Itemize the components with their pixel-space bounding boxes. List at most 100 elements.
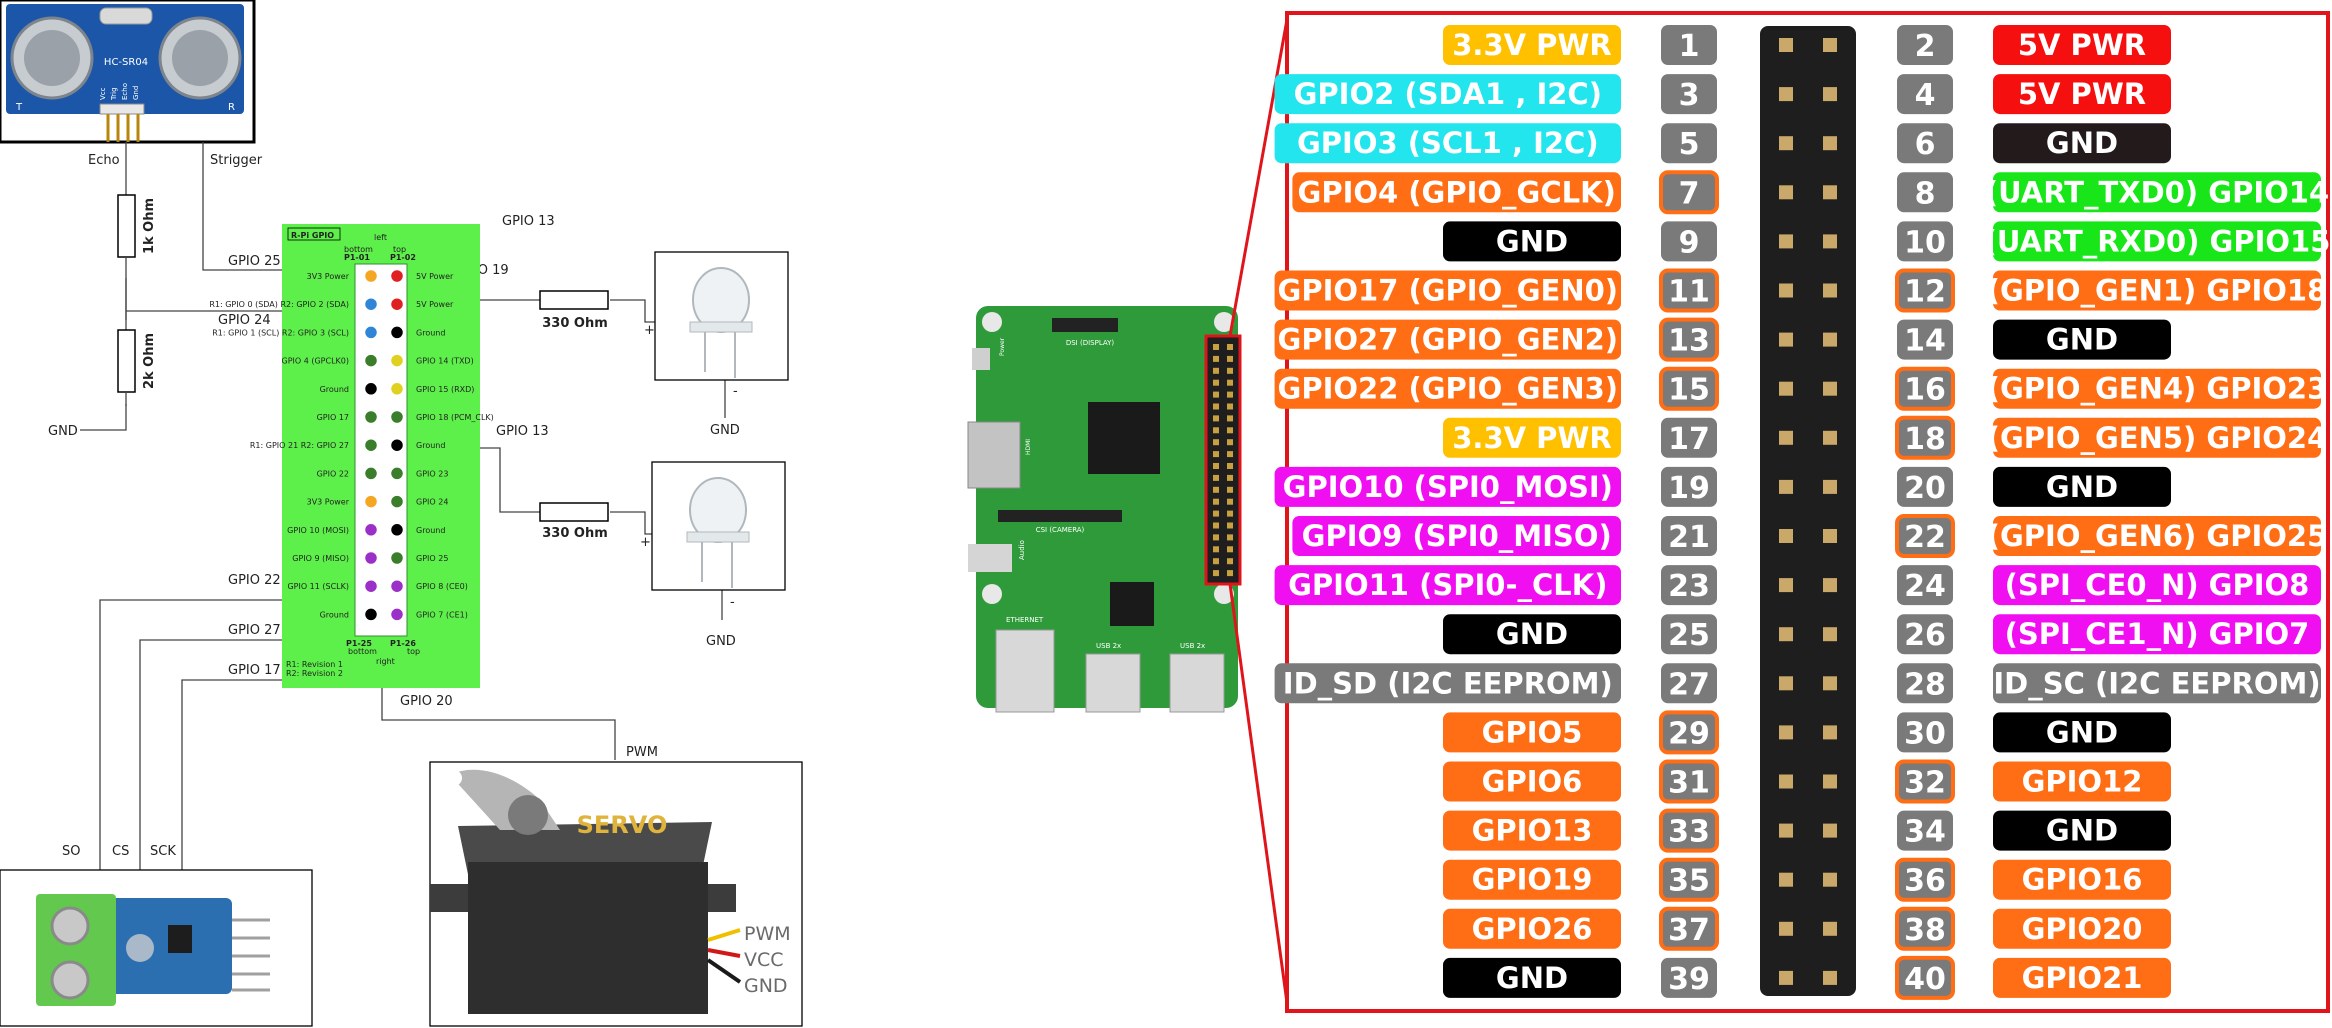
pin-number-5: 5 <box>1679 127 1700 162</box>
sensor-pin-trig: Trig <box>110 87 118 101</box>
rpi-display-label: DSI (DISPLAY) <box>1066 339 1115 347</box>
header-pin-square-19 <box>1779 479 1793 494</box>
pin-number-badge-25 <box>1661 614 1717 655</box>
rpi-header-pin <box>1213 367 1219 374</box>
pin-label-pill-34 <box>1993 810 2171 851</box>
pin-label-pill-22 <box>1993 516 2321 556</box>
rpi-header-pin <box>1213 427 1219 434</box>
pin-number-10: 10 <box>1904 225 1946 260</box>
header-p1-01: P1-01 <box>344 253 370 262</box>
pin-number-4: 4 <box>1915 78 1936 113</box>
header-pin-right-label: GPIO 15 (RXD) <box>416 385 474 394</box>
pin-number-badge-32 <box>1895 759 1955 804</box>
pin-number-22: 22 <box>1904 520 1946 555</box>
header-pin-left-label: GPIO 4 (GPCLK0) <box>282 357 350 366</box>
pin-number-badge-29 <box>1659 710 1719 755</box>
header-pin-left-label: GPIO 10 (MOSI) <box>287 526 349 535</box>
pin-label-35: GPIO19 <box>1472 863 1593 897</box>
pin-label-27: ID_SD (I2C EEPROM) <box>1283 666 1613 700</box>
pin-number-badge-4 <box>1897 74 1953 115</box>
pin-label-39: GND <box>1496 961 1568 995</box>
rpi-header-pin <box>1227 498 1233 505</box>
pin-label-pill-17 <box>1443 417 1621 458</box>
header-top-top: top <box>393 245 406 254</box>
header-pin-left-label: R1: GPIO 1 (SCL) R2: GPIO 3 (SCL) <box>212 328 349 337</box>
header-pin-square-9 <box>1779 234 1793 249</box>
rpi-header-pin <box>1227 403 1233 410</box>
pin-label-pill-24 <box>1993 565 2321 606</box>
pin-label-pill-1 <box>1443 25 1621 65</box>
pin-label-pill-2 <box>1993 25 2171 65</box>
header-pin-right-26 <box>389 607 405 622</box>
pin-label-8: (UART_TXD0) GPIO14 <box>1985 175 2329 209</box>
pin-label-pill-23 <box>1274 565 1621 606</box>
header-pin-left-19 <box>363 522 379 538</box>
pin-number-badge-7 <box>1659 170 1719 215</box>
header-pin-square-22 <box>1823 529 1837 543</box>
pin-label-33: GPIO13 <box>1472 814 1593 848</box>
resistor-330-bottom: 330 Ohm <box>539 502 609 541</box>
header-pin-left-7 <box>363 353 379 368</box>
pin-number-20: 20 <box>1904 471 1946 506</box>
header-pin-right-label: GPIO 8 (CE0) <box>416 582 468 591</box>
pin-number-21: 21 <box>1668 520 1710 555</box>
pin-number-badge-15 <box>1659 366 1719 411</box>
header-pin-square-13 <box>1779 332 1793 347</box>
rpi-header-pin <box>1227 570 1233 577</box>
header-pin-square-38 <box>1823 921 1837 936</box>
sensor-corner-left: T <box>15 102 23 113</box>
pin-label-pill-15 <box>1274 368 1621 409</box>
pin-label-pill-35 <box>1443 859 1621 900</box>
pin-number-badge-30 <box>1897 712 1953 753</box>
header-pin-square-26 <box>1823 627 1837 642</box>
pin-label-pill-16 <box>1993 368 2321 409</box>
header-pin-left-9 <box>363 381 379 397</box>
pin-number-badge-21 <box>1661 516 1717 556</box>
servo-wire-vcc: VCC <box>744 949 784 971</box>
rpi-header-pin <box>1213 439 1219 446</box>
led-bottom: + - GND <box>640 461 786 649</box>
rpi-header-pin <box>1213 474 1219 481</box>
header-pin-square-4 <box>1823 87 1837 102</box>
led-top: + - GND <box>644 251 789 438</box>
pin-label-pill-9 <box>1443 221 1621 262</box>
pin-number-badge-28 <box>1897 663 1953 704</box>
header-pin-left-5 <box>363 325 379 340</box>
pin-label-pill-14 <box>1993 319 2171 360</box>
pin-number-39: 39 <box>1668 962 1710 997</box>
pin-number-40: 40 <box>1904 962 1946 997</box>
pin-number-badge-13 <box>1659 317 1719 362</box>
rpi-header-pin <box>1213 534 1219 541</box>
wire-label-gnd: GND <box>48 424 78 439</box>
pin-number-7: 7 <box>1679 176 1700 211</box>
pin-number-badge-16 <box>1895 366 1955 411</box>
raspberry-pi-board: DSI (DISPLAY) Power HDMI CSI (CAMERA) Au… <box>967 306 1242 713</box>
pin-label-17: 3.3V PWR <box>1452 421 1612 455</box>
rpi-header-pin <box>1213 355 1219 362</box>
header-pin-square-31 <box>1779 774 1793 789</box>
header-p1-26: P1-26 <box>390 639 416 648</box>
header-pin-left-label: 3V3 Power <box>307 272 350 281</box>
header-pin-left-11 <box>363 409 379 425</box>
rpi-header-pin <box>1213 546 1219 553</box>
pin-label-28: ID_SC (I2C EEPROM) <box>1993 666 2320 700</box>
header-pin-right-4 <box>389 296 405 312</box>
pin-number-33: 33 <box>1668 815 1710 850</box>
header-pin-right-10 <box>389 381 405 397</box>
header-pin-square-20 <box>1823 479 1837 494</box>
pin-number-badge-39 <box>1661 957 1717 998</box>
pin-label-14: GND <box>2046 323 2118 357</box>
header-pin-right-6 <box>389 325 405 340</box>
pin-label-pill-39 <box>1443 957 1621 998</box>
rpi-header-pin <box>1213 486 1219 493</box>
rpi-header-pin <box>1213 415 1219 422</box>
led-bottom-minus: - <box>730 595 735 610</box>
header-pin-square-3 <box>1779 87 1793 102</box>
header-pin-right-label: GPIO 14 (TXD) <box>416 357 474 366</box>
pin-label-pill-13 <box>1274 319 1621 360</box>
header-pin-right-label: GPIO 23 <box>416 469 448 478</box>
thermocouple-module <box>0 869 313 1027</box>
header-pin-right-16 <box>389 466 405 481</box>
pin-number-29: 29 <box>1668 716 1710 751</box>
pin-label-31: GPIO6 <box>1482 765 1583 799</box>
